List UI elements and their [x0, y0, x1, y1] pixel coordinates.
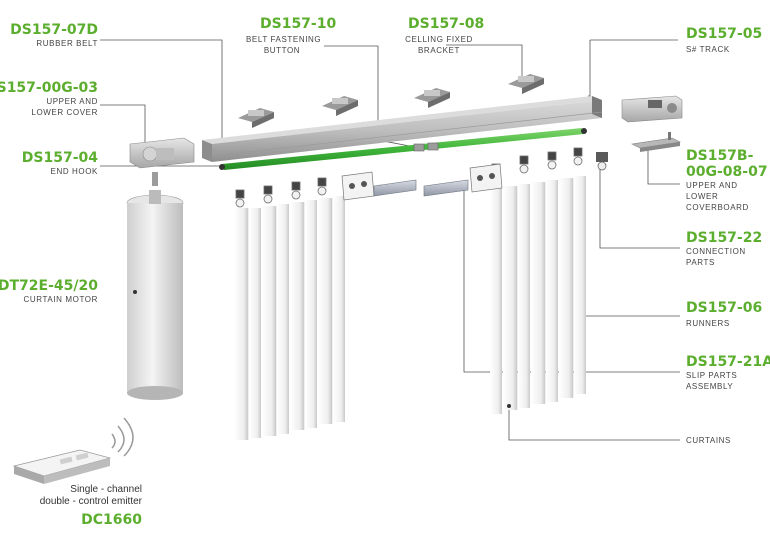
leader-rubber-belt: [100, 39, 223, 138]
connection-desc-2: PARTS: [686, 258, 715, 267]
leader-connection: [599, 168, 680, 249]
end-hook-code: DS157-04: [21, 150, 98, 166]
rubber-belt: [219, 128, 587, 170]
belt-button-desc-1: BELT FASTENING: [246, 35, 322, 44]
cover-desc-1: UPPER AND: [46, 97, 98, 106]
cover-right: [621, 95, 683, 123]
belt-button-code: DS157-10: [260, 16, 337, 32]
connection-code: DS157-22: [686, 230, 763, 246]
leader-runners: [575, 176, 680, 317]
coverboard-desc-1: UPPER AND: [686, 181, 738, 190]
leader-track: [588, 40, 591, 97]
end-hook: [129, 137, 195, 186]
coverboard-code-1: DS157B-: [686, 148, 754, 164]
curtain-motor: [126, 190, 184, 400]
ceiling-bracket-code: DS157-08: [408, 16, 485, 32]
runners-desc: RUNNERS: [686, 319, 730, 328]
coverboard: [631, 132, 681, 152]
track-code: DS157-05: [686, 26, 763, 42]
slip-parts: [341, 163, 503, 201]
slip-parts-desc-2: ASSEMBLY: [686, 382, 734, 391]
emitter: [12, 417, 134, 484]
coverboard-code-2: 00G-08-07: [686, 164, 768, 180]
leader-cover: [100, 104, 146, 146]
end-hook-desc: END HOOK: [50, 167, 98, 176]
curtain-right: [490, 176, 586, 414]
cover-code: DS157-00G-03: [0, 80, 98, 96]
connection-parts: [596, 152, 608, 171]
leader-curtains: [508, 406, 680, 441]
curtain-left: [234, 196, 345, 440]
track: [202, 96, 603, 162]
runners-code: DS157-06: [686, 300, 763, 316]
slip-parts-desc-1: SLIP PARTS: [686, 371, 738, 380]
rubber-belt-desc: RUBBER BELT: [36, 39, 98, 48]
emitter-code: DC1660: [81, 512, 142, 528]
leader-ceiling-bracket: [446, 44, 523, 82]
rubber-belt-code: DS157-07D: [10, 22, 98, 38]
emitter-desc-1: Single - channel: [70, 484, 142, 495]
ceiling-bracket-desc-2: BRACKET: [418, 46, 460, 55]
coverboard-desc-2: LOWER: [686, 192, 719, 201]
ceiling-brackets: [238, 74, 544, 128]
leader-belt-button: [324, 45, 421, 149]
motor-desc: CURTAIN MOTOR: [23, 295, 98, 304]
emitter-desc-2: double - control emitter: [39, 496, 142, 507]
leader-slip-parts: [463, 186, 680, 373]
slip-parts-code: DS157-21A: [686, 354, 770, 370]
connection-desc-1: CONNECTION: [686, 247, 746, 256]
ceiling-bracket-desc-1: CELLING FIXED: [405, 35, 473, 44]
leader-coverboard: [647, 148, 680, 185]
cover-desc-2: LOWER COVER: [31, 108, 98, 117]
track-desc: S# TRACK: [686, 45, 730, 54]
motor-code: DT72E-45/20: [0, 278, 98, 294]
curtains-desc: CURTAINS: [686, 436, 731, 445]
runners: [235, 147, 583, 208]
belt-button-desc-2: BUTTON: [263, 46, 301, 55]
coverboard-desc-3: COVERBOARD: [686, 203, 749, 212]
